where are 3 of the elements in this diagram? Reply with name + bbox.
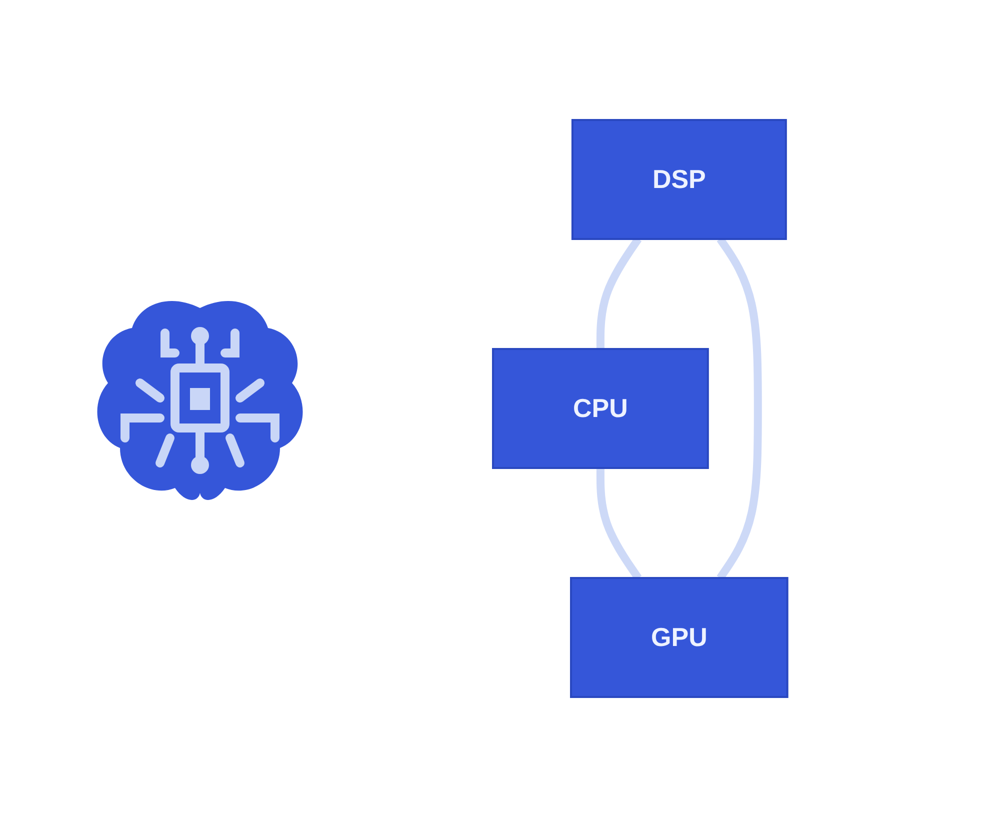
node-box: CPU bbox=[492, 348, 709, 468]
node-box: GPU bbox=[570, 576, 788, 698]
node-box: DSP bbox=[571, 118, 787, 240]
